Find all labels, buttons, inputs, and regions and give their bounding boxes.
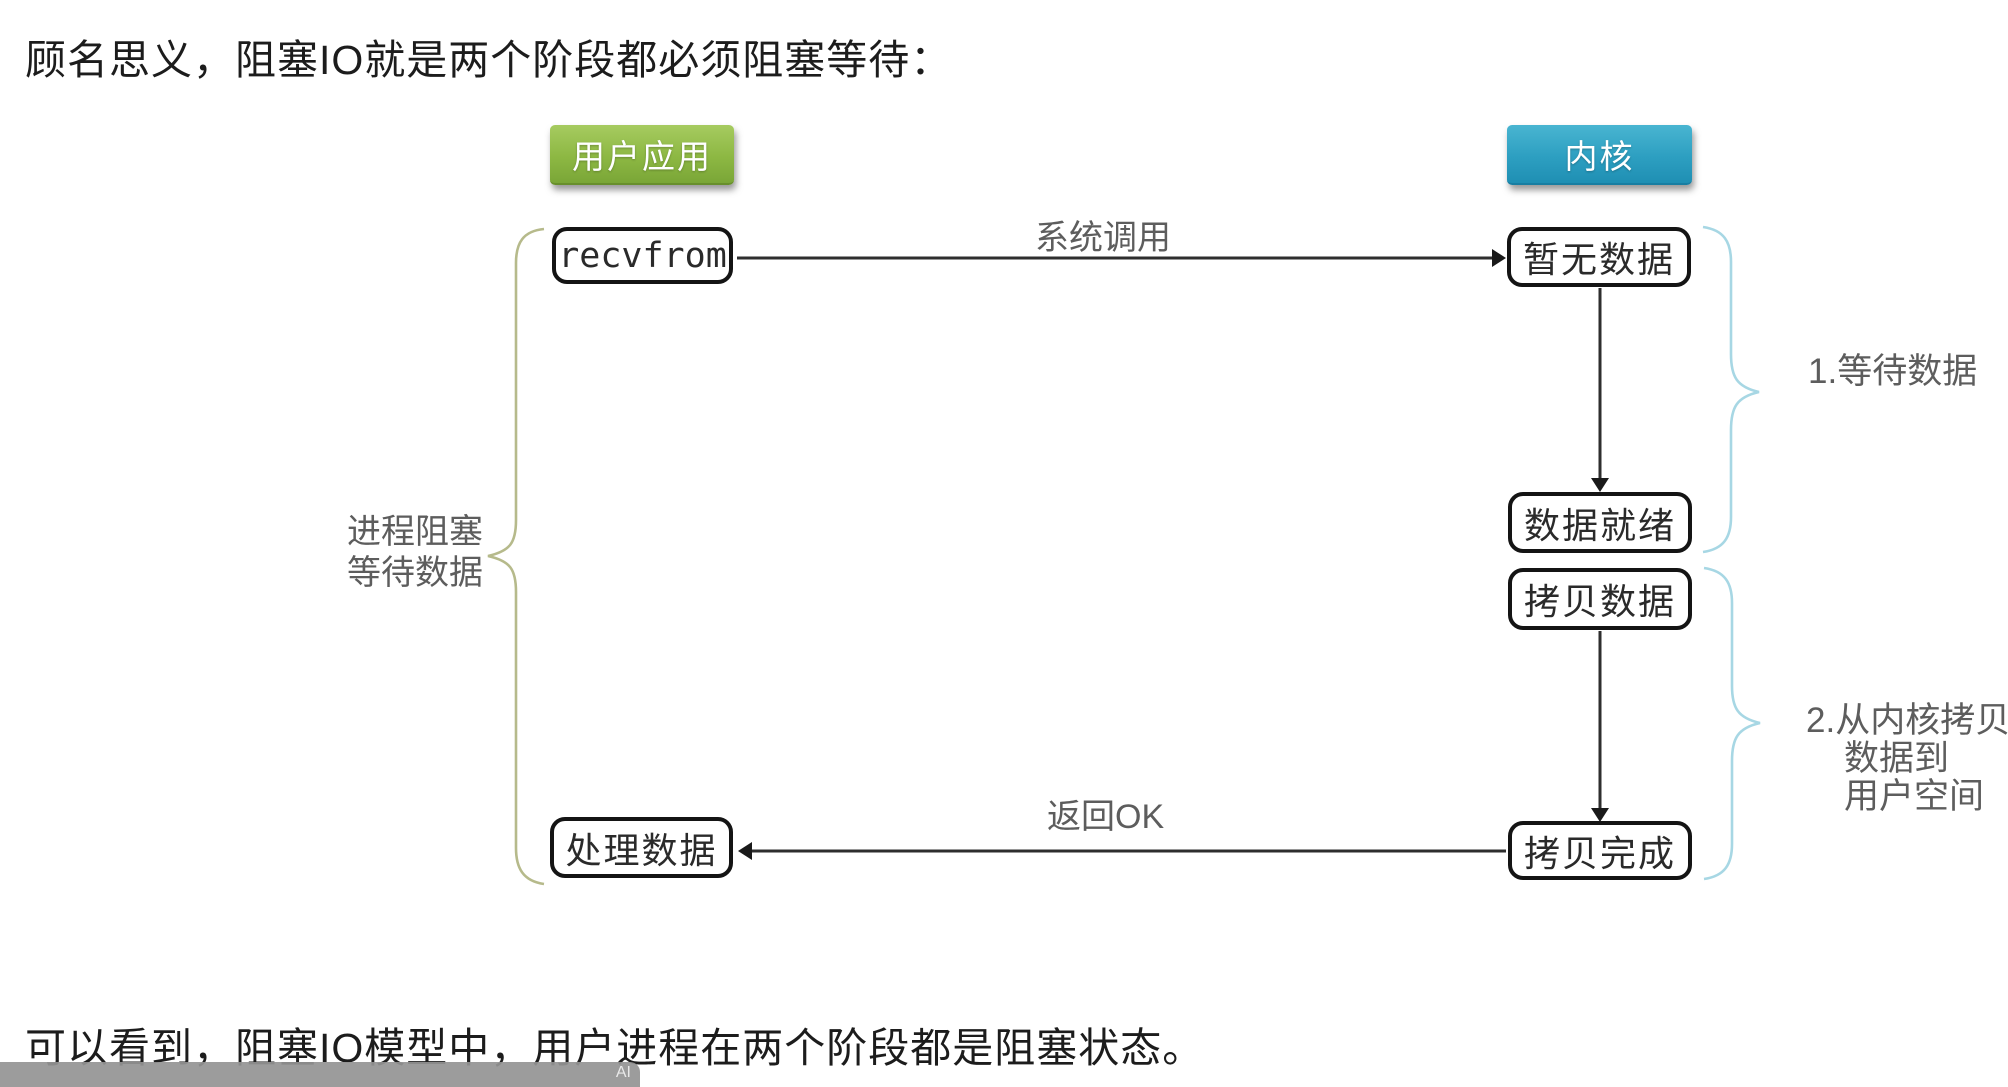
process-blocked-line1: 进程阻塞 [347, 513, 483, 551]
node-process-data: 处理数据 [550, 817, 733, 878]
node-data-ready: 数据就绪 [1508, 492, 1692, 553]
wait-arrowhead-icon [1591, 478, 1609, 492]
kernel-header: 内核 [1507, 125, 1692, 185]
phase2-label: 2.从内核拷贝 数据到 用户空间 [1806, 702, 2008, 816]
page-title: 顾名思义，阻塞IO就是两个阶段都必须阻塞等待： [25, 37, 953, 83]
process-blocked-line2: 等待数据 [347, 554, 483, 592]
phase2-line3: 用户空间 [1844, 777, 1985, 816]
phase1-label: 1.等待数据 [1808, 352, 1978, 391]
phase2-line2: 数据到 [1844, 739, 1950, 778]
return-ok-label: 返回OK [1047, 798, 1165, 836]
subtitle-overlay-bar: 下节课继续学习啊 AI [0, 1062, 640, 1087]
copy-arrowhead-icon [1591, 808, 1609, 822]
process-blocked-label: 进程阻塞 等待数据 [347, 512, 483, 594]
syscall-label: 系统调用 [1035, 219, 1171, 257]
node-copy-data: 拷贝数据 [1508, 568, 1692, 630]
syscall-arrowhead-icon [1492, 249, 1506, 267]
return-arrowhead-icon [738, 842, 752, 860]
right-brace-phase2-icon [1703, 566, 1761, 881]
node-no-data: 暂无数据 [1507, 227, 1691, 287]
subtitle-text: 下节课继续学习啊 [0, 1069, 568, 1087]
left-brace-icon [487, 227, 545, 886]
user-app-header: 用户应用 [550, 125, 734, 185]
node-recvfrom: recvfrom [552, 227, 733, 284]
phase2-line1: 2.从内核拷贝 [1806, 701, 2008, 740]
right-brace-phase1-icon [1702, 225, 1760, 554]
node-copy-done: 拷贝完成 [1508, 821, 1692, 880]
ai-badge: AI [615, 1064, 631, 1081]
